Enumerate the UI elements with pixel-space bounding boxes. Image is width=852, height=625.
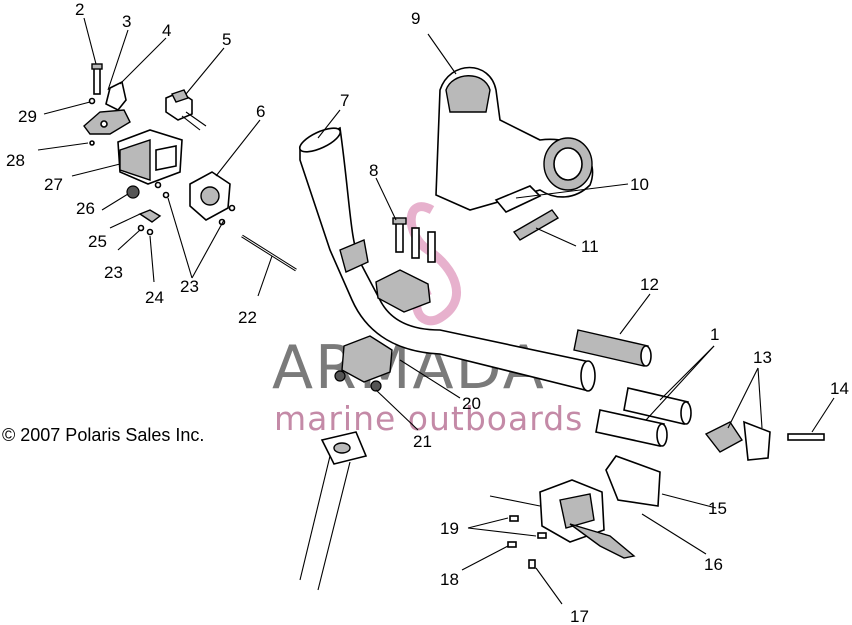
small-hardware-left xyxy=(88,97,170,236)
copyright-notice: © 2007 Polaris Sales Inc. xyxy=(2,425,205,445)
callout-14: 14 xyxy=(830,379,849,398)
steering-post xyxy=(299,431,368,591)
part-21-nuts xyxy=(334,370,382,392)
part-5-switch xyxy=(165,89,207,131)
part-22-pin xyxy=(241,234,297,272)
part-2-screw xyxy=(91,63,103,95)
callout-9: 9 xyxy=(411,9,420,28)
part-9-cover xyxy=(435,66,594,213)
leader-lines xyxy=(37,17,835,605)
watermark-tagline: marine outboards xyxy=(274,399,583,438)
callout-23-right: 23 xyxy=(180,277,199,296)
callout-21: 21 xyxy=(413,432,432,451)
callout-16: 16 xyxy=(704,555,723,574)
part-1-grips xyxy=(595,387,692,447)
part-3-4-bracket xyxy=(83,80,131,135)
callout-7: 7 xyxy=(340,91,349,110)
callout-22: 22 xyxy=(238,308,257,327)
small-hardware-right xyxy=(507,515,547,569)
callout-23-left: 23 xyxy=(104,263,123,282)
callout-5: 5 xyxy=(222,30,231,49)
part-20-clamp xyxy=(341,269,431,383)
part-27-switch-housing xyxy=(117,129,183,185)
part-14-pin xyxy=(787,433,825,441)
part-6-housing-half xyxy=(189,171,236,226)
callout-17: 17 xyxy=(570,607,589,625)
part-12-grip xyxy=(573,329,652,367)
callout-6: 6 xyxy=(256,102,265,121)
callout-8: 8 xyxy=(369,161,378,180)
callout-4: 4 xyxy=(162,21,171,40)
callout-27: 27 xyxy=(44,175,63,194)
callout-26: 26 xyxy=(76,199,95,218)
part-11-clip xyxy=(512,209,560,241)
callout-25: 25 xyxy=(88,232,107,251)
callout-3: 3 xyxy=(122,12,131,31)
callout-15: 15 xyxy=(708,499,727,518)
part-8-bolts xyxy=(392,217,436,263)
callout-20: 20 xyxy=(462,394,481,413)
callout-1: 1 xyxy=(710,325,719,344)
part-15-16-throttle xyxy=(489,455,661,559)
callout-2: 2 xyxy=(75,0,84,19)
callout-29: 29 xyxy=(18,107,37,126)
callout-18: 18 xyxy=(440,570,459,589)
callout-11: 11 xyxy=(581,237,599,256)
callout-19: 19 xyxy=(440,519,459,538)
callout-numbers: 2 3 4 5 6 7 8 9 10 11 12 1 13 14 20 21 1… xyxy=(6,0,849,625)
callout-28: 28 xyxy=(6,151,25,170)
callout-12: 12 xyxy=(640,275,659,294)
callout-13: 13 xyxy=(753,348,772,367)
callout-24: 24 xyxy=(145,288,164,307)
part-13-end-caps xyxy=(704,420,771,461)
callout-10: 10 xyxy=(630,175,649,194)
part-7-handlebar xyxy=(298,126,596,392)
